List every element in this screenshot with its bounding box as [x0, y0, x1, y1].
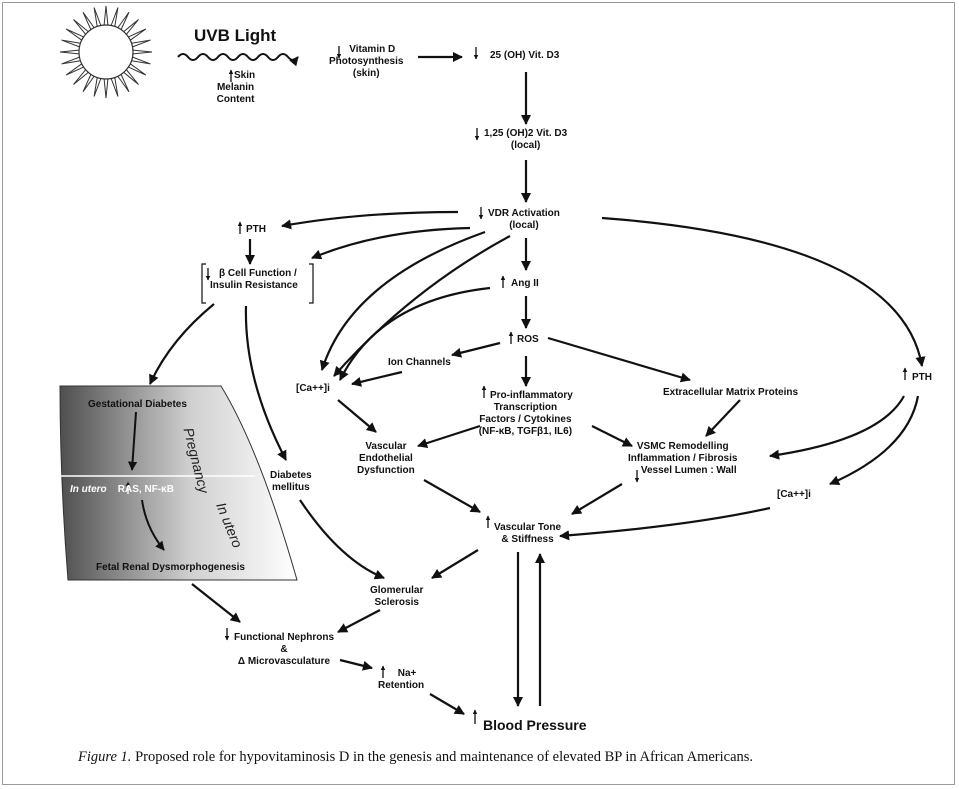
node-ros: ROS [517, 334, 539, 345]
sun-ray [110, 7, 119, 27]
arrow-ros-to-ion [451, 341, 501, 358]
sun-ray [117, 11, 130, 30]
sun-ray [103, 78, 109, 99]
arrow-pth-to-ca-right [829, 395, 920, 486]
arrow-dm-to-glom [299, 499, 385, 580]
arrow-beta-to-gestational [148, 303, 215, 385]
node-diabetes-mellitus: Diabetes mellitus [270, 470, 312, 493]
node-vascular-tone-stiffness: Vascular Tone & Stiffness [494, 522, 562, 545]
sun-ray [132, 49, 153, 55]
node-proinflammatory: Pro-inflammatory Transcription Factors /… [478, 390, 573, 437]
node-blood-pressure: Blood Pressure [483, 717, 587, 733]
sun-ray [93, 7, 102, 27]
arrow-vdr-to-ca [319, 230, 486, 371]
node-extracellular-matrix: Extracellular Matrix Proteins [663, 387, 799, 398]
arrow-beta-to-dm [244, 305, 287, 461]
arrow-vdr-to-pth [281, 210, 459, 230]
node-ca-right: [Ca++]i [777, 489, 811, 500]
arrow-vdr-to-beta [311, 226, 471, 260]
arrow-ca-to-ved [337, 399, 377, 433]
arrow-ca-right-to-vtone [558, 506, 771, 541]
arrow-fetal-to-nephrons [191, 583, 241, 623]
sun-ray [73, 19, 89, 35]
sun-ray [73, 69, 89, 85]
sun-ray [123, 69, 139, 85]
arrow-proinflam-to-vsmc [591, 425, 633, 447]
arrow-ecm-to-vsmc [705, 399, 741, 437]
arrow-vtone-to-glom [431, 549, 479, 579]
sun-ray [103, 5, 109, 26]
node-vsmc-remodelling: VSMC Remodelling Inflammation / Fibrosis… [628, 441, 738, 476]
sun-ray [128, 63, 147, 76]
skin-melanin-label: Skin Melanin Content [216, 70, 256, 105]
beta-symbol: β [219, 268, 226, 279]
node-vascular-endothelial-dysfunction: Vascular Endothelial Dysfunction [357, 441, 415, 476]
node-vdr-activation: VDR Activation (local) [488, 208, 560, 231]
sun-ray [110, 77, 119, 97]
sun-ray [131, 56, 151, 65]
band-fetal-renal: Fetal Renal Dysmorphogenesis [96, 562, 245, 573]
sun-ray [82, 11, 95, 30]
node-ang-ii: Ang II [511, 278, 539, 289]
caption-text: Proposed role for hypovitaminosis D in t… [135, 749, 754, 765]
arrow-angii-to-ca [339, 286, 491, 381]
node-125oh-vitd3: 1,25 (OH)2 Vit. D3 (local) [484, 128, 568, 151]
arrow-proinflam-to-ved [417, 424, 481, 449]
arrow-na-to-bp [429, 693, 465, 715]
arrow-ved-to-vtone [423, 479, 481, 513]
sun-ray [61, 56, 81, 65]
sun-ray [65, 28, 84, 41]
node-functional-nephrons: Functional Nephrons & Δ Microvasculature [234, 632, 334, 667]
node-glomerular-sclerosis: Glomerular Sclerosis [370, 585, 424, 608]
uvb-wave [177, 53, 299, 67]
node-pth-right: PTH [912, 372, 932, 383]
arrow-vdr-to-ca2 [333, 235, 511, 377]
node-pth-left: PTH [246, 224, 266, 235]
sun-ray [117, 74, 130, 93]
sun-ray [65, 63, 84, 76]
vitamin-d-photosynthesis: Vitamin D Photosynthesis (skin) [329, 44, 404, 79]
node-beta-cell-function: β Cell Function / Insulin Resistance [210, 268, 298, 291]
sun-ray [59, 49, 80, 55]
arrow-pth-to-vsmc [768, 395, 905, 460]
sun-ray [131, 39, 151, 48]
arrow-ros-to-ecm [547, 336, 691, 383]
arrow-ras-to-fetal [141, 499, 165, 551]
arrow-vsmc-to-vtone [571, 483, 623, 515]
arrow-gestational-to-ras [127, 411, 138, 471]
beta-cell-brackets [201, 263, 314, 304]
figure-caption: Figure 1. Proposed role for hypovitamino… [78, 749, 753, 766]
sun-ray [82, 74, 95, 93]
caption-figure-number: Figure 1. [78, 749, 132, 765]
arrow-glom-to-nephrons [337, 609, 381, 633]
band-gestational-diabetes: Gestational Diabetes [88, 399, 187, 410]
node-na-retention: Na+ Retention [378, 668, 425, 691]
node-ion-channels: Ion Channels [388, 357, 451, 368]
uvb-light-label: UVB Light [194, 26, 277, 45]
band-in-utero-ras: In utero RAS, NF-κB [70, 484, 174, 495]
node-ca-left: [Ca++]i [296, 383, 330, 394]
pregnancy-band [59, 385, 298, 581]
sun-icon [59, 5, 153, 99]
sun-ray [93, 77, 102, 97]
sun-ray [128, 28, 147, 41]
node-25oh-vitd3: 25 (OH) Vit. D3 [490, 50, 560, 61]
sun-ray [61, 39, 81, 48]
arrow-ion-to-ca [351, 370, 403, 387]
arrow-vdr-to-pth-right [601, 216, 926, 367]
sun-ray [123, 19, 139, 35]
arrow-nephrons-to-na [339, 658, 373, 671]
